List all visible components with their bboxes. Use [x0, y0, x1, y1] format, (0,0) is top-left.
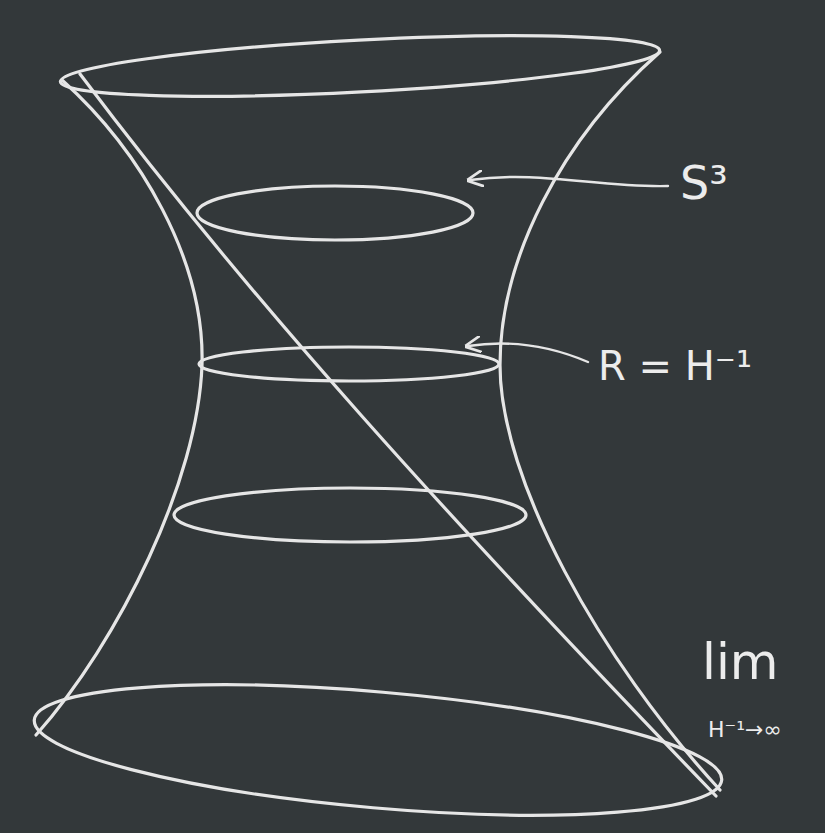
- limit-condition: H⁻¹→∞: [708, 718, 782, 742]
- waist-slice: [199, 347, 499, 381]
- leader-line: [468, 343, 588, 362]
- left-profile: [36, 80, 202, 735]
- top-slice: [59, 24, 661, 107]
- bottom-slice: [29, 662, 726, 833]
- leader-line: [470, 177, 668, 186]
- light-ray: [80, 74, 716, 796]
- lower-slice: [174, 488, 526, 542]
- limit-label: lim: [702, 635, 779, 690]
- sphere-slice: [197, 186, 473, 240]
- sphere-label: S³: [680, 158, 728, 209]
- radius-label: R = H⁻¹: [598, 344, 752, 388]
